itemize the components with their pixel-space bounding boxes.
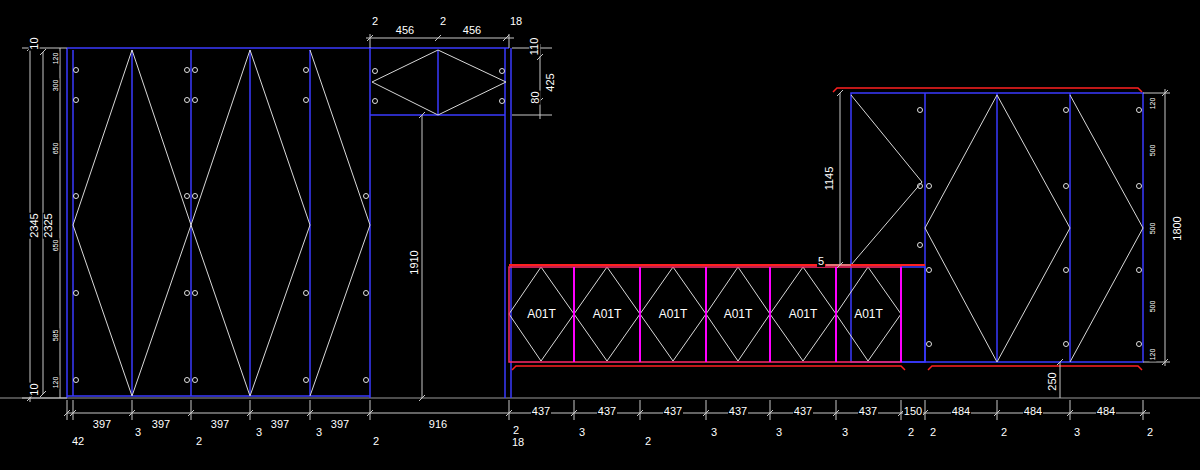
dimension-value: 397 (151, 419, 171, 430)
dimension-value: 1145 (825, 165, 836, 191)
door-code: A01T (788, 308, 819, 321)
dimension-value: 916 (428, 419, 448, 430)
dimension-value: 2 (371, 16, 379, 27)
dimension-value: 397 (92, 419, 112, 430)
dimension-value: 3 (315, 427, 323, 438)
hinge-dot (74, 68, 1142, 383)
dimension-value: 110 (529, 36, 540, 56)
dimension-value: 500 (1150, 143, 1157, 157)
dimension-value: 397 (330, 419, 350, 430)
door-code: A01T (658, 308, 689, 321)
dimension-value: 437 (597, 406, 617, 417)
dimension-value: 3 (1073, 427, 1081, 438)
dimension-value: 2 (1146, 427, 1154, 438)
dimension-value: 120 (53, 375, 60, 389)
door-panel: A01T (707, 268, 769, 361)
dimension-value: 456 (395, 25, 415, 36)
dimension-value: 2 (372, 436, 380, 447)
dimension-value: 650 (53, 141, 60, 155)
dimension-value: 2 (907, 427, 915, 438)
dimension-line (22, 34, 1170, 420)
dimension-value: 1800 (1171, 215, 1182, 241)
door-code: A01T (526, 308, 557, 321)
dimension-value: 1910 (408, 249, 419, 275)
door-panel: A01T (771, 268, 835, 361)
door-code: A01T (853, 308, 884, 321)
dimension-value: 456 (462, 25, 482, 36)
dimension-value: 397 (270, 419, 290, 430)
dimension-value: 10 (29, 36, 40, 50)
door-swing (73, 50, 1143, 396)
door-code: A01T (592, 308, 623, 321)
dimension-value: 500 (1150, 299, 1157, 313)
dimension-value: 2 (439, 16, 447, 27)
dimension-value: 425 (544, 72, 555, 92)
dimension-value: 484 (1096, 406, 1116, 417)
dimension-value: 437 (793, 406, 813, 417)
dimension-value: 484 (951, 406, 971, 417)
cabinet-outline (67, 48, 1143, 398)
door-code: A01T (723, 308, 754, 321)
dimension-value: 120 (1150, 96, 1157, 110)
dimension-value: 3 (578, 427, 586, 438)
door-panel: A01T (575, 268, 639, 361)
dimension-value: 2 (929, 427, 937, 438)
dimension-value: 437 (728, 406, 748, 417)
dimension-value: 397 (210, 419, 230, 430)
dimension-value: 500 (1150, 221, 1157, 235)
dimension-value: 437 (531, 406, 551, 417)
dimension-value: 250 (1046, 371, 1057, 391)
dimension-value: 3 (841, 427, 849, 438)
dimension-value: 2325 (42, 212, 53, 238)
dimension-value: 2 (195, 436, 203, 447)
door-panel: A01T (641, 268, 705, 361)
dimension-value: 150 (903, 406, 923, 417)
dimension-value: 437 (858, 406, 878, 417)
dimension-value: 10 (29, 382, 40, 396)
dimension-value: 5 (817, 256, 825, 267)
dimension-value: 300 (53, 78, 60, 92)
dimension-value: 18 (511, 437, 525, 448)
dimension-value: 3 (775, 427, 783, 438)
dimension-value: 650 (53, 238, 60, 252)
dimension-value: 2345 (28, 212, 39, 238)
dimension-value: 80 (530, 90, 541, 104)
dimension-value: 3 (134, 427, 142, 438)
dimension-value: 3 (710, 427, 718, 438)
dimension-value: 2 (1000, 427, 1008, 438)
base-cabinet (509, 88, 1142, 370)
door-panel: A01T (837, 268, 900, 361)
dimension-value: 120 (1150, 347, 1157, 361)
dimension-value: 2 (512, 425, 520, 436)
dimension-value: 3 (255, 427, 263, 438)
dimension-value: 18 (509, 16, 523, 27)
dimension-value: 484 (1023, 406, 1043, 417)
dimension-value: 42 (71, 436, 85, 447)
door-panel: A01T (510, 268, 573, 361)
dimension-value: 120 (53, 51, 60, 65)
dimension-value: 437 (663, 406, 683, 417)
dimension-value: 585 (53, 328, 60, 342)
dimension-value: 2 (644, 436, 652, 447)
